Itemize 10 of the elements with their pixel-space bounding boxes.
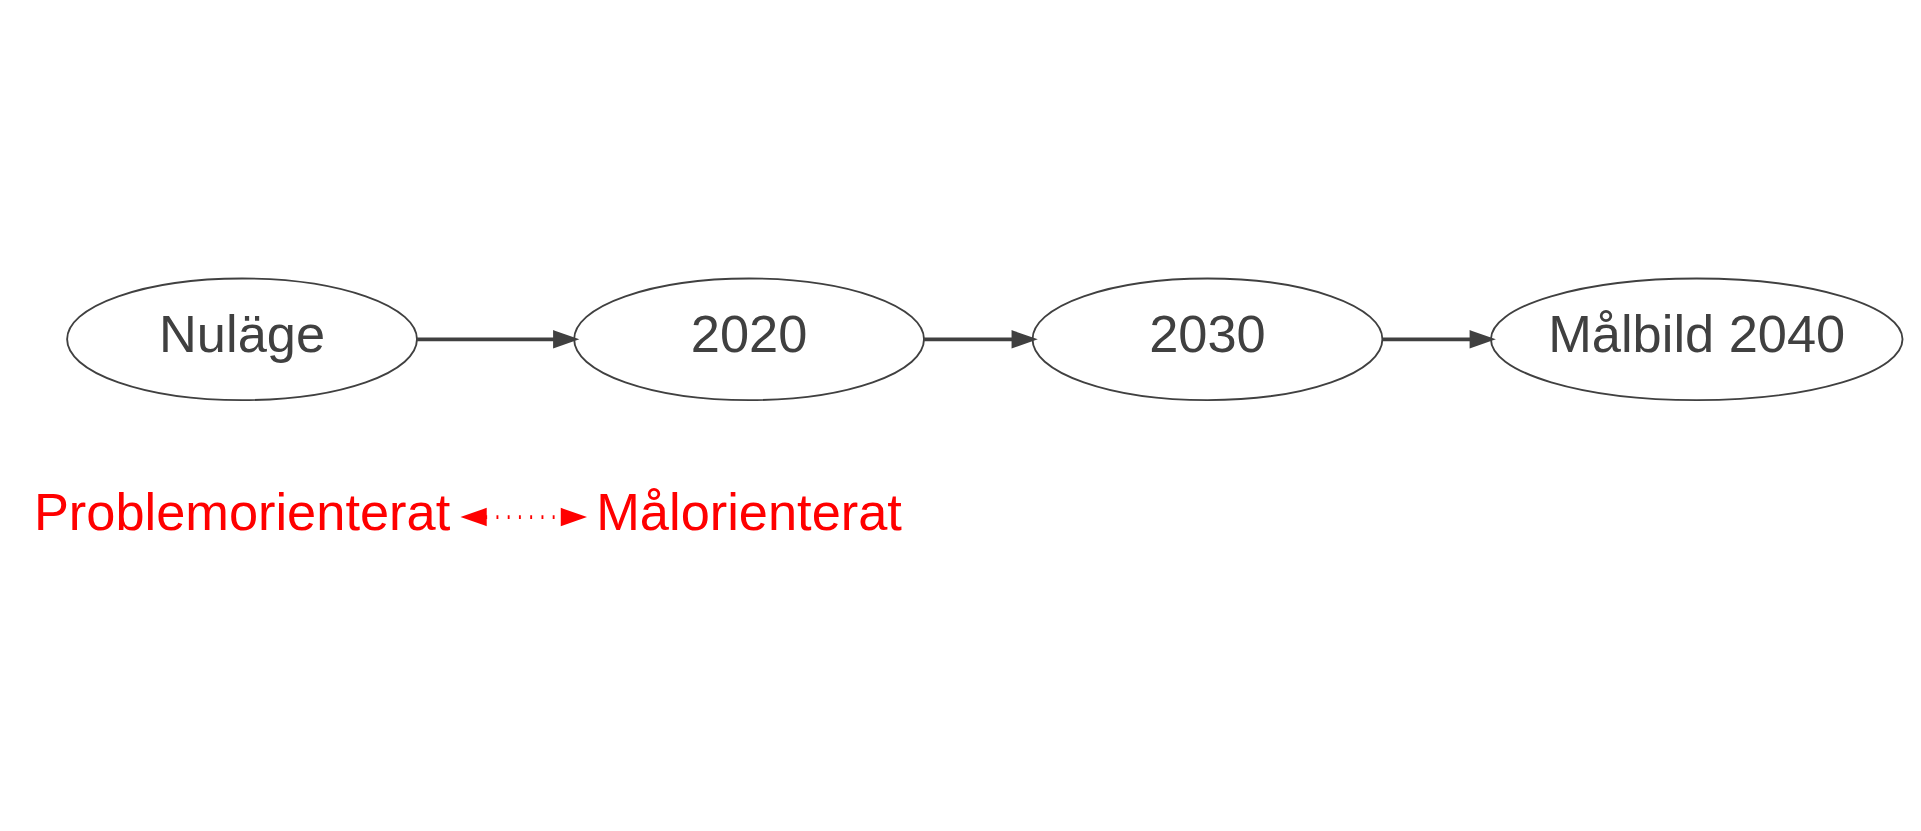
node-text: Målorienterat <box>596 482 902 541</box>
node-text: Problemorienterat <box>33 482 451 541</box>
arrow <box>417 329 580 348</box>
arrow <box>460 507 587 526</box>
node-ellipse: Målbild 2040 <box>1490 277 1904 401</box>
arrow <box>1382 329 1496 348</box>
node-ellipse: Nuläge <box>66 277 418 401</box>
node-ellipse: 2020 <box>573 277 925 401</box>
arrow <box>924 329 1038 348</box>
node-ellipse: 2030 <box>1031 277 1384 401</box>
